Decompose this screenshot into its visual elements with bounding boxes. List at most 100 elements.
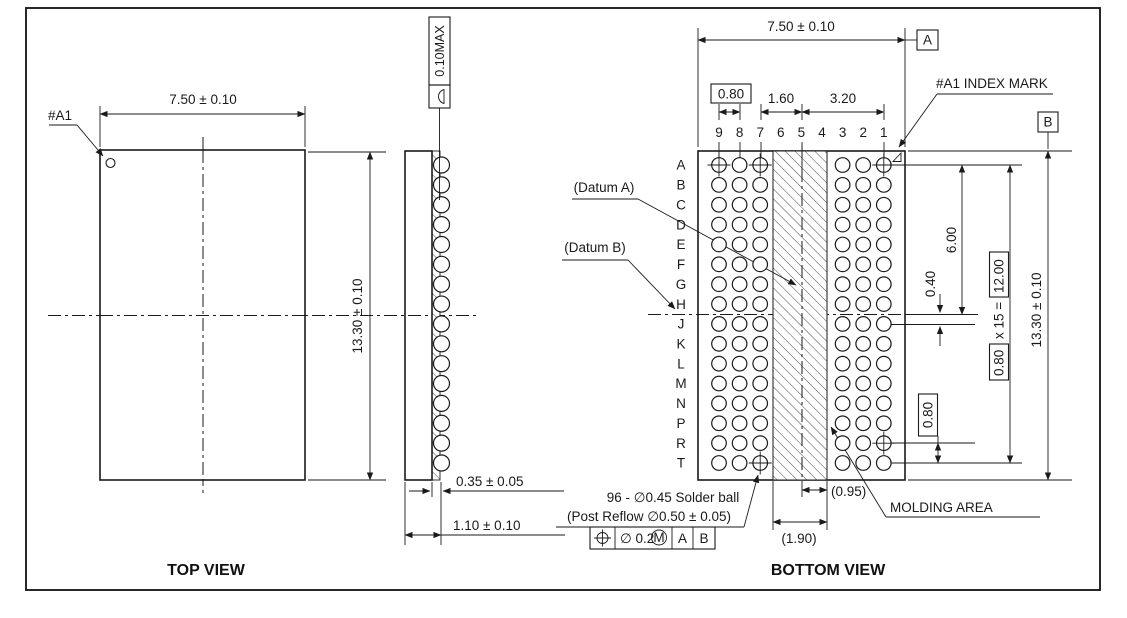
row-pitch-dim: 0.80 bbox=[921, 402, 936, 428]
ball-E9 bbox=[711, 236, 727, 253]
ball-K8 bbox=[731, 335, 748, 352]
ball-L8 bbox=[731, 355, 748, 372]
col-label-1: 1 bbox=[880, 125, 888, 140]
row-label-K: K bbox=[676, 337, 685, 352]
ball-B7 bbox=[752, 176, 769, 193]
side-ball-B bbox=[432, 176, 451, 194]
tolerance-datum1: A bbox=[678, 531, 687, 546]
ball-R2 bbox=[855, 435, 872, 452]
side-ball-N bbox=[432, 394, 451, 413]
molding-area-hatch bbox=[772, 150, 828, 481]
ball-L9 bbox=[711, 355, 727, 372]
ball-C3 bbox=[834, 196, 851, 213]
ball-B2 bbox=[855, 176, 872, 193]
ball-G3 bbox=[834, 276, 851, 293]
seating-plane-symbol-icon bbox=[438, 88, 445, 105]
thickness-dim: 1.10 ± 0.10 bbox=[453, 518, 520, 533]
ball-K3 bbox=[834, 335, 851, 352]
ball-B3 bbox=[834, 176, 851, 193]
side-ball-A bbox=[432, 156, 451, 174]
top-view-title: TOP VIEW bbox=[167, 562, 246, 579]
tolerance-frame: ∅ 0.2 M A B bbox=[589, 526, 716, 550]
row-label-P: P bbox=[676, 416, 685, 431]
row-label-N: N bbox=[676, 396, 686, 411]
ball-H8 bbox=[731, 296, 748, 312]
ball-L2 bbox=[855, 355, 872, 372]
ball-M2 bbox=[855, 375, 872, 392]
ball-R7 bbox=[752, 435, 769, 452]
row-total-pitch: 0.80 bbox=[992, 350, 1007, 376]
row-label-C: C bbox=[676, 197, 686, 212]
row-label-F: F bbox=[677, 257, 685, 272]
ball-F2 bbox=[855, 256, 872, 273]
ball-K7 bbox=[752, 335, 769, 352]
bottom-view-width-dim: 7.50 ± 0.10 bbox=[767, 19, 834, 34]
ball-D1 bbox=[875, 216, 892, 233]
ball-F1 bbox=[875, 256, 892, 273]
standoff-dim: 0.35 ± 0.05 bbox=[456, 474, 523, 489]
ball-C8 bbox=[731, 196, 748, 213]
solder-ball-grid bbox=[707, 153, 896, 475]
ball-J7 bbox=[752, 316, 769, 332]
row-label-J: J bbox=[678, 317, 685, 332]
row-label-E: E bbox=[676, 237, 685, 252]
ball-C1 bbox=[875, 196, 892, 213]
ball-J1 bbox=[875, 316, 892, 332]
ball-J3 bbox=[834, 316, 851, 332]
a1-index-triangle bbox=[891, 151, 902, 162]
ball-P7 bbox=[752, 415, 769, 432]
index-mark-label: #A1 INDEX MARK bbox=[936, 76, 1048, 91]
molding-half-width-dim: (0.95) bbox=[831, 484, 866, 499]
ball-A2 bbox=[855, 157, 872, 173]
datum-a-flag-box bbox=[916, 29, 939, 51]
ball-N2 bbox=[855, 395, 872, 412]
side-ball-J bbox=[432, 315, 451, 333]
row-total-mult: x 15 = bbox=[992, 302, 1007, 339]
ball-E2 bbox=[855, 236, 872, 253]
material-modifier-circle-icon bbox=[651, 529, 667, 546]
ball-J9 bbox=[711, 316, 727, 332]
side-view: 0.10MAX 0.35 ± 0.05 1.10 ± 0.10 bbox=[404, 16, 565, 545]
ball-A8 bbox=[731, 157, 748, 173]
row-label-D: D bbox=[676, 217, 686, 232]
col-span-dim-1: 1.60 bbox=[768, 91, 794, 106]
ball-N3 bbox=[834, 395, 851, 412]
col-label-8: 8 bbox=[736, 125, 744, 140]
bottom-view-title: BOTTOM VIEW bbox=[771, 562, 886, 579]
ball-P9 bbox=[711, 415, 727, 432]
ball-B1 bbox=[875, 176, 892, 193]
ball-G7 bbox=[752, 276, 769, 293]
ball-T9 bbox=[711, 455, 727, 471]
ball-J8 bbox=[731, 316, 748, 332]
a1-ball-marker bbox=[105, 157, 116, 169]
datum-a-label: (Datum A) bbox=[574, 180, 635, 195]
side-ball-F bbox=[432, 255, 451, 273]
molding-area-label: MOLDING AREA bbox=[890, 500, 993, 515]
top-view: #A1 7.50 ± 0.10 13.30 ± 0.10 TOP VIEW bbox=[48, 92, 476, 579]
side-ball-P bbox=[432, 414, 451, 432]
top-view-height-dim: 13.30 ± 0.10 bbox=[350, 279, 365, 354]
ball-P2 bbox=[855, 415, 872, 432]
ball-D3 bbox=[834, 216, 851, 233]
row-label-B: B bbox=[676, 178, 685, 193]
ball-N1 bbox=[875, 395, 892, 412]
side-ball-L bbox=[432, 355, 451, 373]
col-label-5: 5 bbox=[798, 125, 806, 140]
tolerance-value: ∅ 0.2 bbox=[620, 531, 654, 546]
side-ball-T bbox=[432, 454, 451, 472]
a1-leader-arrow bbox=[76, 124, 104, 157]
ball-D8 bbox=[731, 216, 748, 233]
row-total-value: 12.00 bbox=[992, 259, 1007, 293]
col-label-3: 3 bbox=[839, 125, 847, 140]
datum-b-flag: B bbox=[1043, 115, 1052, 130]
ball-M8 bbox=[731, 375, 748, 392]
ball-R3 bbox=[834, 435, 851, 452]
ball-T2 bbox=[855, 455, 872, 471]
ball-F7 bbox=[752, 256, 769, 273]
ball-R8 bbox=[731, 435, 748, 452]
ball-E7 bbox=[752, 236, 769, 253]
ball-H1 bbox=[875, 296, 892, 312]
ball-G9 bbox=[711, 276, 727, 293]
ball-M1 bbox=[875, 375, 892, 392]
ball-note-line1: 96 - ∅0.45 Solder ball bbox=[607, 490, 740, 505]
